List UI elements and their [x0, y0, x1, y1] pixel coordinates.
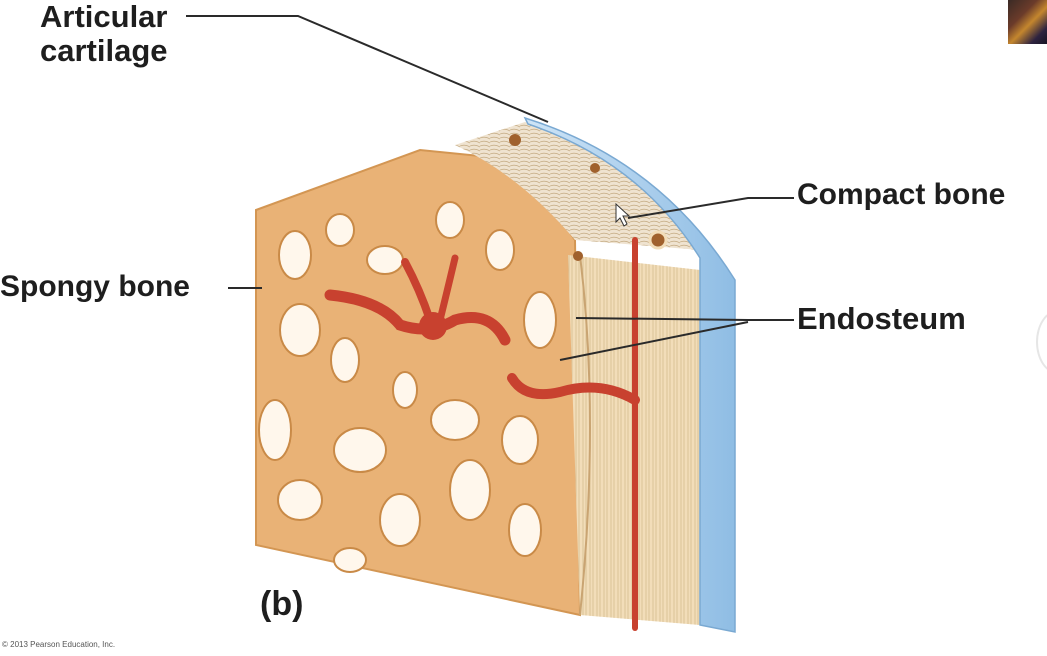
leader-lines [186, 15, 794, 361]
compact-bone-top [455, 122, 700, 261]
spongy-bone-label: Spongy bone [0, 270, 190, 303]
leader-compact [627, 197, 794, 219]
spongy-bone [255, 148, 582, 617]
cursor-icon [615, 202, 631, 227]
leader-endosteum-lower [559, 321, 749, 361]
blood-vessels [324, 237, 640, 631]
articular-cartilage [523, 116, 736, 633]
thumbnail-image [1008, 0, 1047, 44]
panel-label: (b) [260, 585, 304, 623]
copyright-text: © 2013 Pearson Education, Inc. [2, 640, 116, 649]
leader-endosteum-upper [575, 317, 794, 321]
articular-cartilage-label: Articular cartilage [40, 0, 168, 69]
endosteum-label: Endosteum [797, 301, 966, 336]
leader-articular [186, 15, 549, 123]
compact-bone-label: Compact bone [797, 178, 1006, 211]
